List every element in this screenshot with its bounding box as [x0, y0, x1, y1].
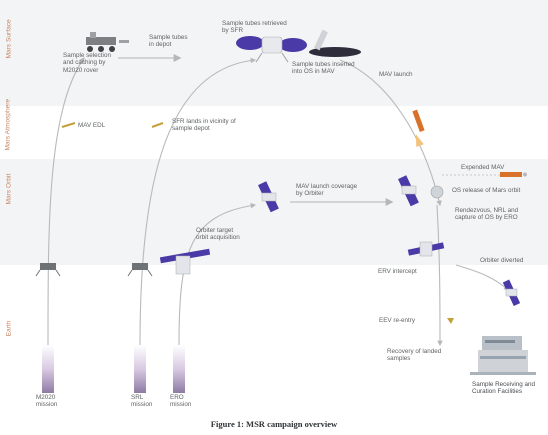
label-sfr-mission: SRL mission: [131, 394, 153, 409]
label-sample-tubes-depot: Sample tubes in depot: [149, 34, 188, 49]
m2020-rover-icon: [86, 32, 129, 52]
orbiting-sample-icon: [430, 185, 444, 199]
ero-orbiter-icon-1: [258, 181, 279, 213]
label-mav-launch-coverage: MAV launch coverage by Orbiter: [296, 183, 358, 198]
label-mav-edl: MAV EDL: [78, 122, 106, 129]
mav-trajectory: [339, 59, 442, 207]
label-expended-mav: Expended MAV: [461, 164, 505, 171]
mav-on-lander-icon: [309, 29, 361, 57]
ero-launch-stack-icon: [159, 248, 211, 275]
label-ero-mission: ERO mission: [170, 394, 192, 409]
band-mars-atmosphere: [0, 106, 548, 159]
band-mars-orbit: [0, 159, 548, 265]
label-recovery: Recovery of landed samples: [387, 348, 442, 363]
label-sfr-landing: SFR lands in vicinity of sample depot: [172, 118, 236, 133]
sample-receiving-facility-icon: [470, 336, 536, 375]
ero-orbiter-icon-4: [502, 279, 521, 307]
ero-orbiter-icon-3: [407, 241, 445, 257]
label-srf: Sample Receiving and Curation Facilities: [472, 381, 536, 396]
label-os-release: OS release of Mars orbit: [452, 187, 521, 194]
band-earth: [0, 265, 548, 415]
sample-tubes-icon: [61, 122, 164, 128]
ero-launch-plume: [173, 345, 185, 393]
label-orbiter-target-orbit: Orbiter target orbit acquisition: [196, 227, 240, 242]
figure-caption: Figure 1: MSR campaign overview: [210, 419, 338, 429]
label-sample-selection: Sample selection and caching by M2020 ro…: [63, 52, 111, 74]
label-m2020-mission: M2020 mission: [36, 394, 58, 409]
label-mav-launch: MAV launch: [379, 71, 413, 78]
return-trajectory: [436, 204, 443, 347]
sfr-cruise-stage-icon: [127, 263, 153, 277]
label-rendezvous: Rendezvous, NRL and capture of OS by ERO: [455, 207, 519, 222]
label-orbiter-diverted: Orbiter diverted: [480, 257, 524, 264]
m2020-launch-plume: [42, 345, 54, 393]
label-eev-release: EEV re-entry: [379, 317, 416, 324]
expended-mav-icon: [500, 172, 527, 177]
ero-orbiter-icon-2: [398, 175, 419, 207]
ero-trajectory: [178, 202, 257, 346]
mav-rocket-icon: [412, 109, 425, 148]
orbiter-divert-trajectory: [455, 264, 509, 291]
m2020-trajectory: [47, 57, 85, 346]
label-erv-intercept: ERV intercept: [378, 268, 417, 275]
sfr-trajectory: [139, 57, 257, 346]
label-tubes-inserted: Sample tubes inserted into OS in MAV: [292, 61, 355, 76]
label-tubes-retrieved: Sample tubes retrieved by SFR: [222, 20, 287, 35]
sfr-launch-plume: [134, 345, 146, 393]
m2020-cruise-stage-icon: [35, 263, 61, 277]
sfr-lander-icon: [236, 36, 307, 63]
eev-capsule-icon: [447, 318, 454, 324]
